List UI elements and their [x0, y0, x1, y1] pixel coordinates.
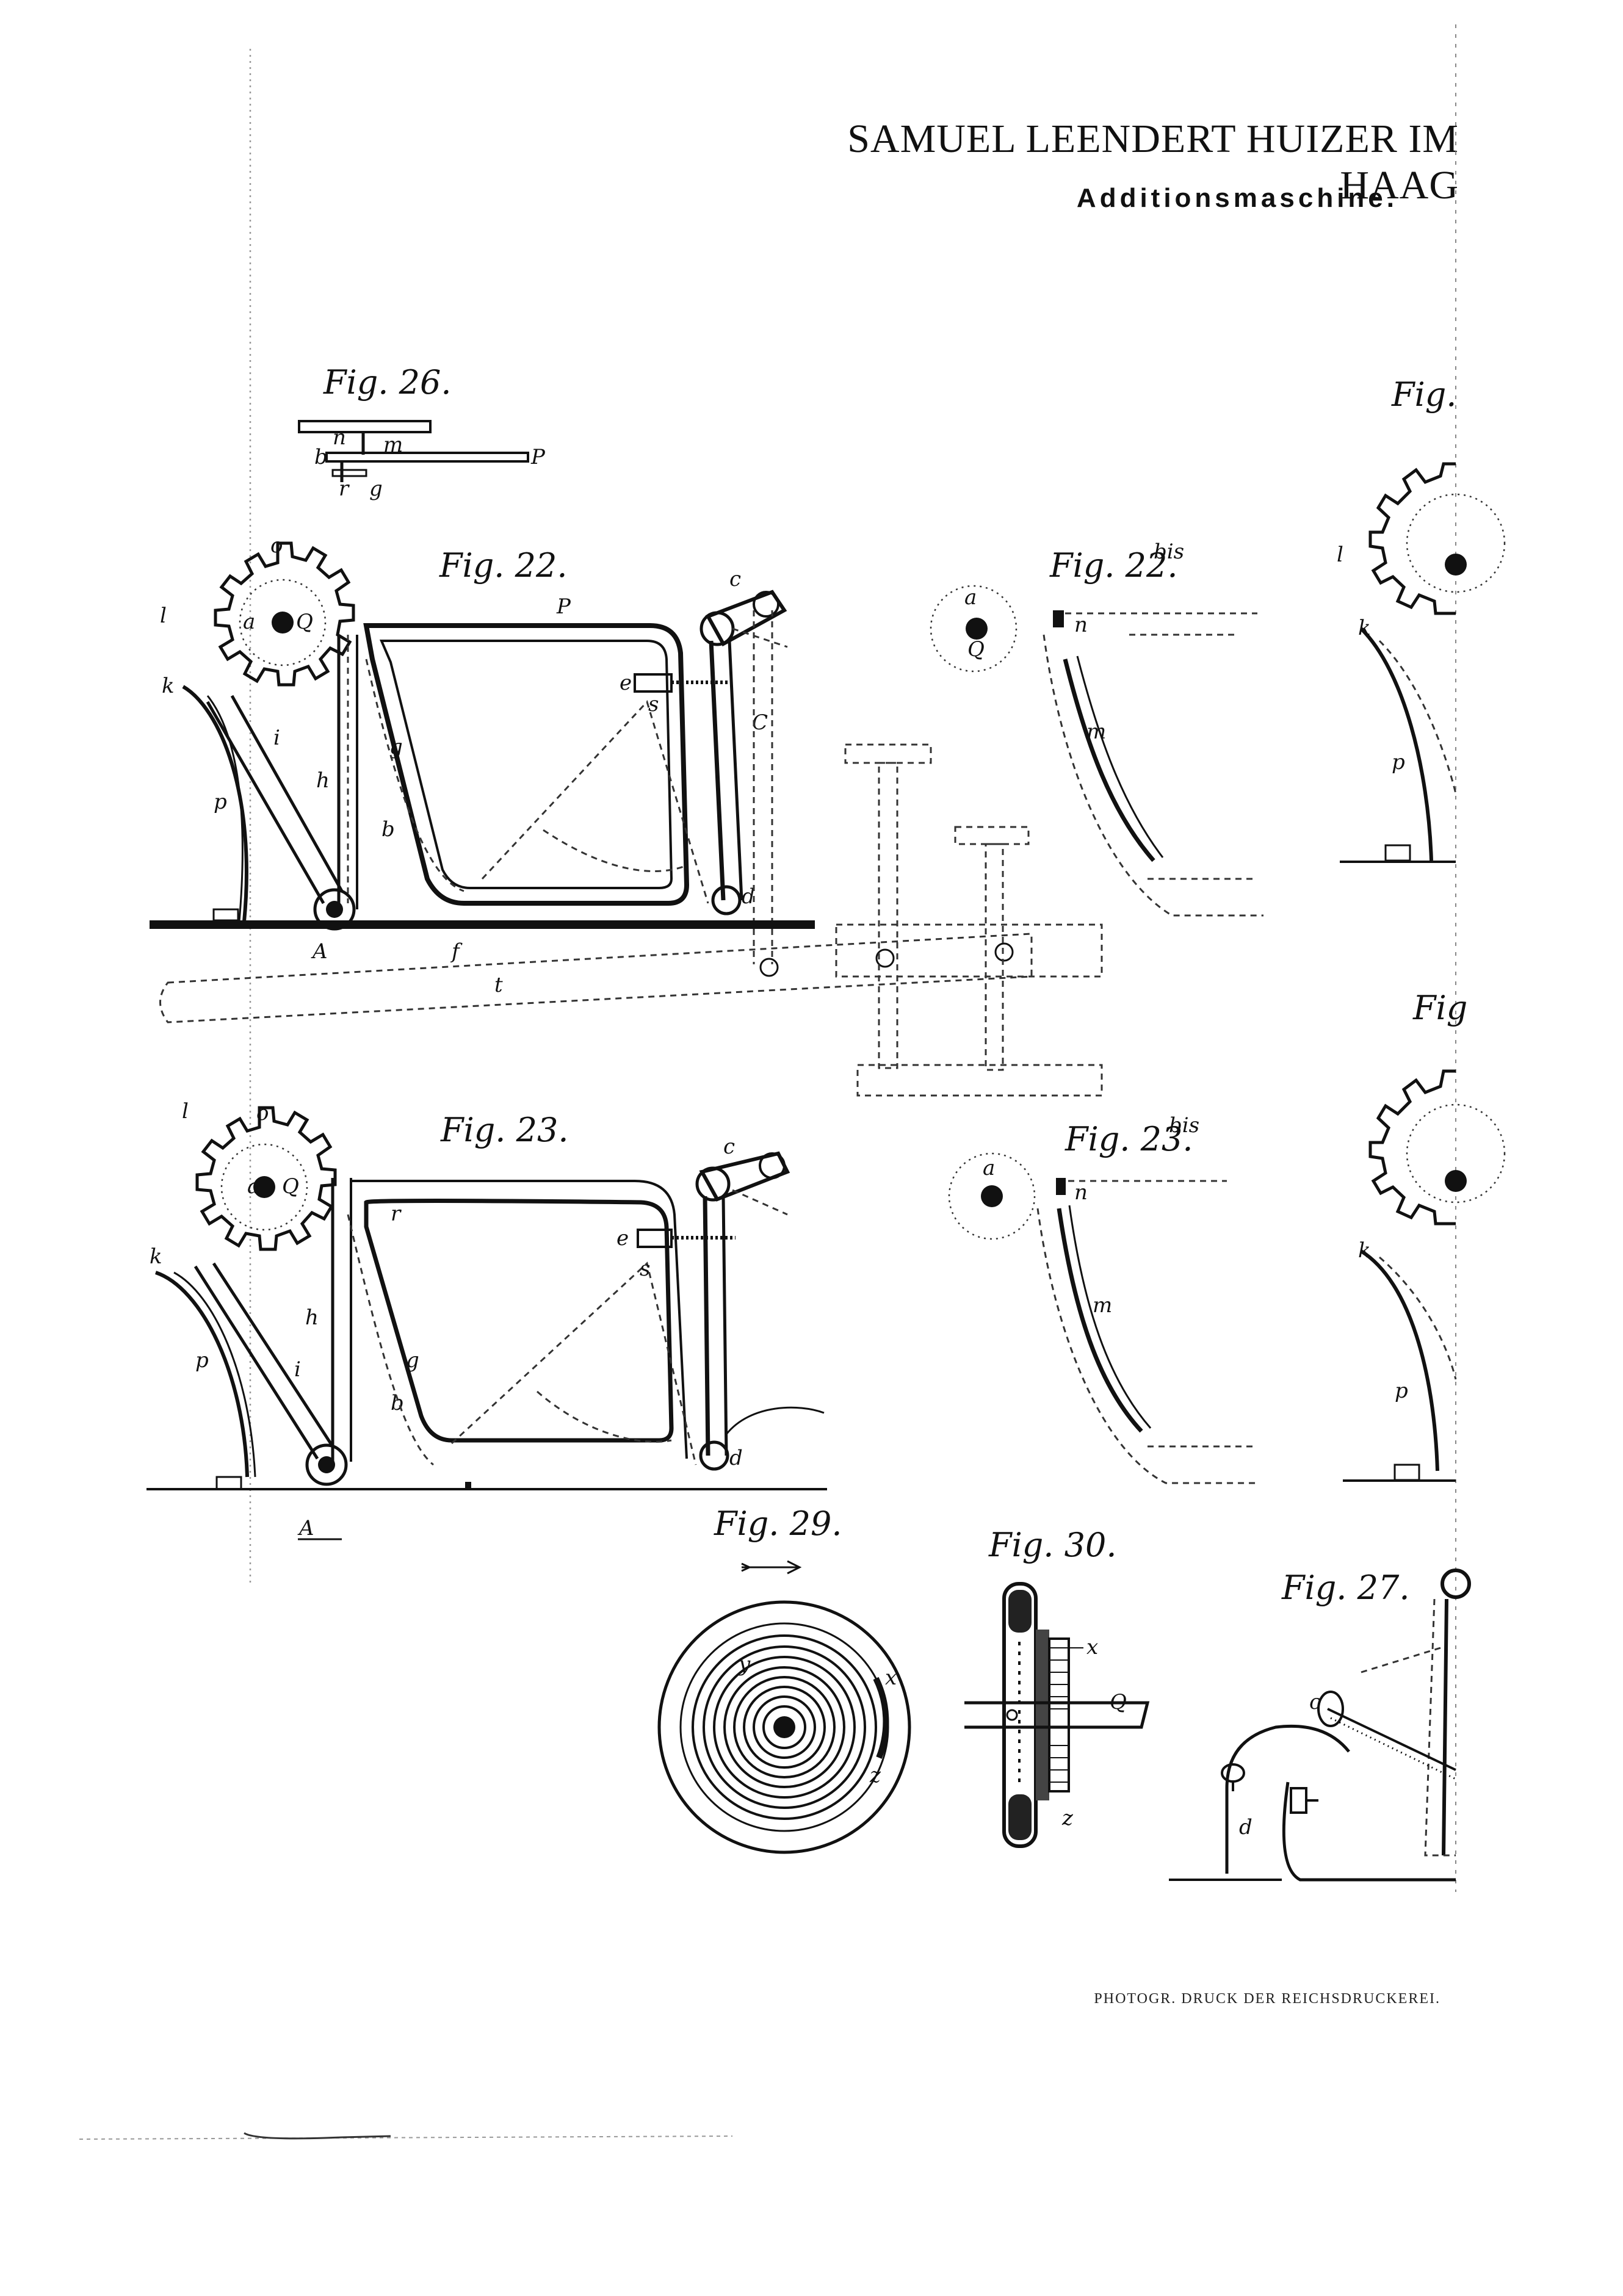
- fig30-label-Q: Q: [1110, 1690, 1127, 1714]
- fig29-label-y: y: [737, 1652, 751, 1677]
- fig23-label-i: i: [294, 1357, 301, 1382]
- fig29-title: Fig. 29.: [714, 1504, 842, 1543]
- fig23-label-h: h: [305, 1305, 319, 1330]
- fig23bis-title: Fig. 23.: [1065, 1120, 1193, 1158]
- fig23-label-g: g: [406, 1348, 419, 1373]
- fig23bis-label-m: m: [1093, 1293, 1112, 1318]
- fig23-label-b: b: [391, 1391, 404, 1415]
- fig-partial-mid-label-k: k: [1358, 1238, 1371, 1263]
- figure-26: Fig. 26. n m b P r g: [298, 363, 546, 501]
- fig23bis-bis: bis: [1169, 1113, 1199, 1138]
- fig26-label-n: n: [333, 425, 346, 450]
- figure-29: Fig. 29. y x z: [657, 1504, 911, 1854]
- patent-title: Additionsmaschine.: [1076, 183, 1398, 213]
- fig22-label-d: d: [742, 884, 755, 909]
- fig27-title: Fig. 27.: [1281, 1569, 1410, 1607]
- fig22-label-b: b: [381, 817, 395, 842]
- fig29-label-z: z: [869, 1763, 881, 1788]
- fig23-label-Q: Q: [282, 1174, 299, 1199]
- fig26-label-m: m: [383, 433, 403, 457]
- fig22bis-bis: bis: [1154, 540, 1184, 564]
- fig22-label-h: h: [316, 768, 330, 793]
- fig23bis-label-n: n: [1074, 1180, 1088, 1205]
- scan-bottom-line: [79, 2135, 733, 2140]
- fig23-label-c: c: [723, 1135, 735, 1159]
- fig30-label-x: x: [1086, 1635, 1098, 1659]
- fig-partial-top-label-p: p: [1392, 750, 1405, 774]
- fig22-label-A: A: [311, 939, 328, 964]
- fig26-label-g: g: [369, 477, 383, 501]
- fig23bis-label-a: a: [983, 1156, 995, 1180]
- fig22-label-o: o: [270, 533, 283, 558]
- figure-partial-top-right: Fig. l k p: [1337, 375, 1506, 863]
- fig22-label-a: a: [243, 610, 255, 634]
- fig22bis-label-n: n: [1074, 613, 1088, 637]
- fig22-label-f: f: [450, 939, 463, 964]
- fig30-title: Fig. 30.: [988, 1526, 1117, 1564]
- fig22-label-e: e: [620, 671, 632, 695]
- figure-23: Fig. 23. o a Q l k p i h A r g b: [146, 1099, 827, 1540]
- printer-credit: PHOTOGR. DRUCK DER REICHSDRUCKEREI.: [1094, 1991, 1440, 2007]
- fig22-label-i: i: [273, 726, 280, 750]
- fig26-title: Fig. 26.: [323, 363, 452, 402]
- fig-partial-mid-label-p: p: [1395, 1379, 1408, 1403]
- fig26-label-P: P: [530, 445, 546, 469]
- fig26-label-b: b: [314, 445, 328, 469]
- fig30-label-z: z: [1061, 1806, 1074, 1830]
- fig22-gear-wheel: [214, 541, 355, 687]
- fig22-label-k: k: [162, 674, 175, 698]
- fig23-label-r: r: [391, 1202, 402, 1226]
- inventor-name: SAMUEL LEENDERT HUIZER IM HAAG: [847, 117, 1459, 208]
- fig22-label-Q: Q: [296, 610, 313, 634]
- fig29-label-x: x: [885, 1666, 897, 1690]
- fig22-label-g: g: [389, 735, 403, 759]
- figure-22: Fig. 22. o a Q l k p i h A P g b: [150, 533, 1103, 1097]
- fig22bis-title: Fig. 22.: [1049, 546, 1178, 585]
- fig23-gear-wheel: [195, 1106, 337, 1251]
- figure-30: Fig. 30. x Q z: [964, 1526, 1150, 1848]
- fig27-label-d: d: [1239, 1815, 1252, 1839]
- fig23-label-k: k: [150, 1244, 162, 1269]
- fig22-label-P: P: [556, 594, 571, 619]
- fig23-label-l: l: [182, 1099, 189, 1124]
- fig23-label-e: e: [616, 1226, 629, 1251]
- fig22-label-s: s: [648, 692, 659, 717]
- scan-bottom-stroke: [244, 2132, 391, 2140]
- figure-22-bis: Fig. 22. bis a Q n m: [930, 540, 1263, 917]
- fig-partial-top-title: Fig.: [1391, 375, 1456, 414]
- fig23-label-p: p: [195, 1348, 209, 1373]
- fig22-title: Fig. 22.: [439, 546, 568, 585]
- fig22-label-l: l: [160, 604, 167, 628]
- fig22-label-t: t: [494, 973, 503, 997]
- figure-27: Fig. 27. c d: [1169, 1569, 1471, 1882]
- fig26-label-r: r: [339, 477, 350, 501]
- fig23-label-d: d: [729, 1446, 743, 1470]
- figure-23-bis: Fig. 23. bis a n m: [948, 1113, 1257, 1484]
- fig22bis-label-a: a: [964, 585, 977, 610]
- fig-partial-top-label-l: l: [1337, 543, 1343, 567]
- fig-partial-mid-title: Fig: [1412, 989, 1467, 1027]
- fig22-label-c: c: [729, 567, 741, 591]
- figure-partial-mid-right: Fig k p: [1343, 989, 1506, 1482]
- fig22bis-label-m: m: [1086, 720, 1106, 744]
- fig27-label-c: c: [1309, 1690, 1321, 1714]
- fig23-label-s: s: [640, 1257, 650, 1281]
- fig23-label-A: A: [297, 1516, 314, 1540]
- fig23-title: Fig. 23.: [440, 1111, 569, 1149]
- fig23-label-a: a: [247, 1174, 259, 1199]
- fig22bis-label-Q: Q: [967, 637, 985, 662]
- fig23-label-o: o: [256, 1101, 269, 1125]
- fig22-label-p: p: [214, 790, 227, 814]
